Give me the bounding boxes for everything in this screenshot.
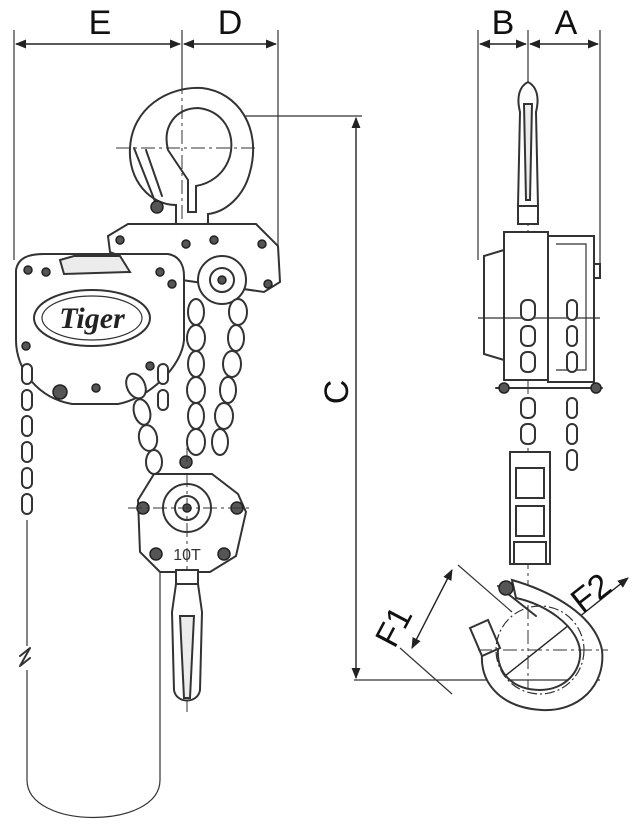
bottom-block-side	[509, 451, 551, 565]
hand-wheel-cover: Tiger	[15, 253, 185, 405]
bottom-hook-side	[468, 578, 608, 712]
side-chains	[520, 299, 578, 471]
front-view: Tiger	[15, 80, 282, 819]
dimension-label-c: C	[318, 380, 356, 405]
dimension-c: C	[240, 115, 600, 681]
side-view	[468, 80, 608, 712]
housing-side	[478, 231, 603, 394]
dimension-label-b: B	[492, 4, 515, 42]
dimension-e: E	[13, 4, 183, 260]
bottom-block: 10T	[128, 448, 250, 714]
hand-chain-right	[157, 363, 169, 411]
load-sheave	[197, 255, 247, 305]
dimension-label-f1: F1	[368, 600, 420, 653]
bottom-hook-front	[170, 569, 204, 702]
load-chain	[125, 298, 248, 475]
dimension-label-d: D	[218, 4, 243, 42]
dimension-label-e: E	[89, 4, 112, 42]
dimension-d: D	[182, 4, 279, 280]
brand-logo: Tiger	[59, 302, 125, 335]
capacity-mark: 10T	[173, 547, 201, 564]
dimension-label-a: A	[555, 4, 578, 42]
hand-chain-left	[19, 363, 161, 819]
top-hook	[116, 80, 258, 240]
dimension-b: B	[477, 4, 529, 260]
dimension-a: A	[528, 4, 601, 270]
